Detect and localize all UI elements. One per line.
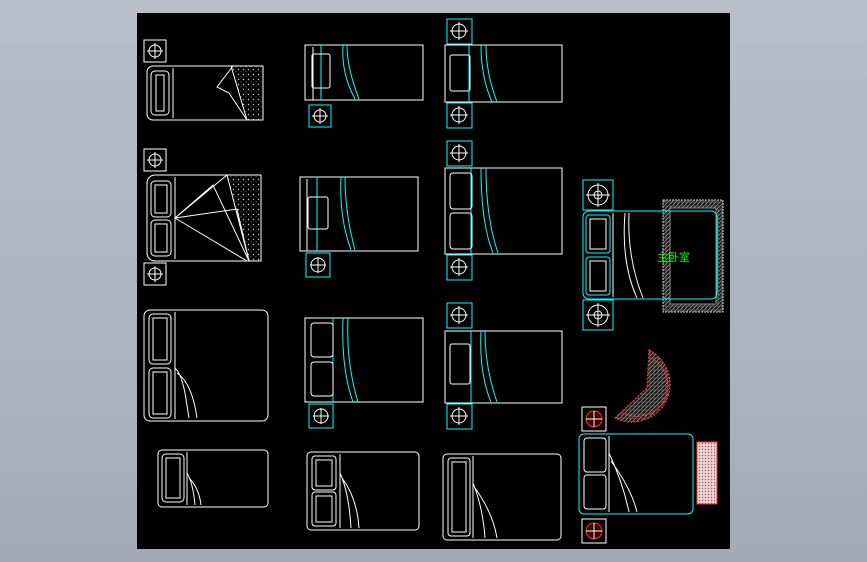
bed-3 <box>444 18 563 129</box>
bed-5 <box>299 176 419 278</box>
bed-plan-drawing: 主卧室 <box>143 18 724 544</box>
bed-6 <box>444 140 563 281</box>
room-label: 主卧室 <box>657 250 690 264</box>
bed-14 <box>578 406 718 544</box>
cad-drawing-canvas[interactable]: 主卧室 <box>137 13 730 549</box>
bed-2 <box>304 44 424 128</box>
bed-7 <box>143 309 269 422</box>
bed-12 <box>442 453 562 541</box>
bed-11 <box>306 451 420 531</box>
bed-13: 主卧室 <box>582 179 724 331</box>
bed-9 <box>444 302 563 430</box>
bed-1 <box>143 39 264 121</box>
bed-10 <box>157 449 269 508</box>
bed-8 <box>304 317 424 429</box>
bed-4 <box>143 148 262 286</box>
round-rug <box>613 349 671 423</box>
